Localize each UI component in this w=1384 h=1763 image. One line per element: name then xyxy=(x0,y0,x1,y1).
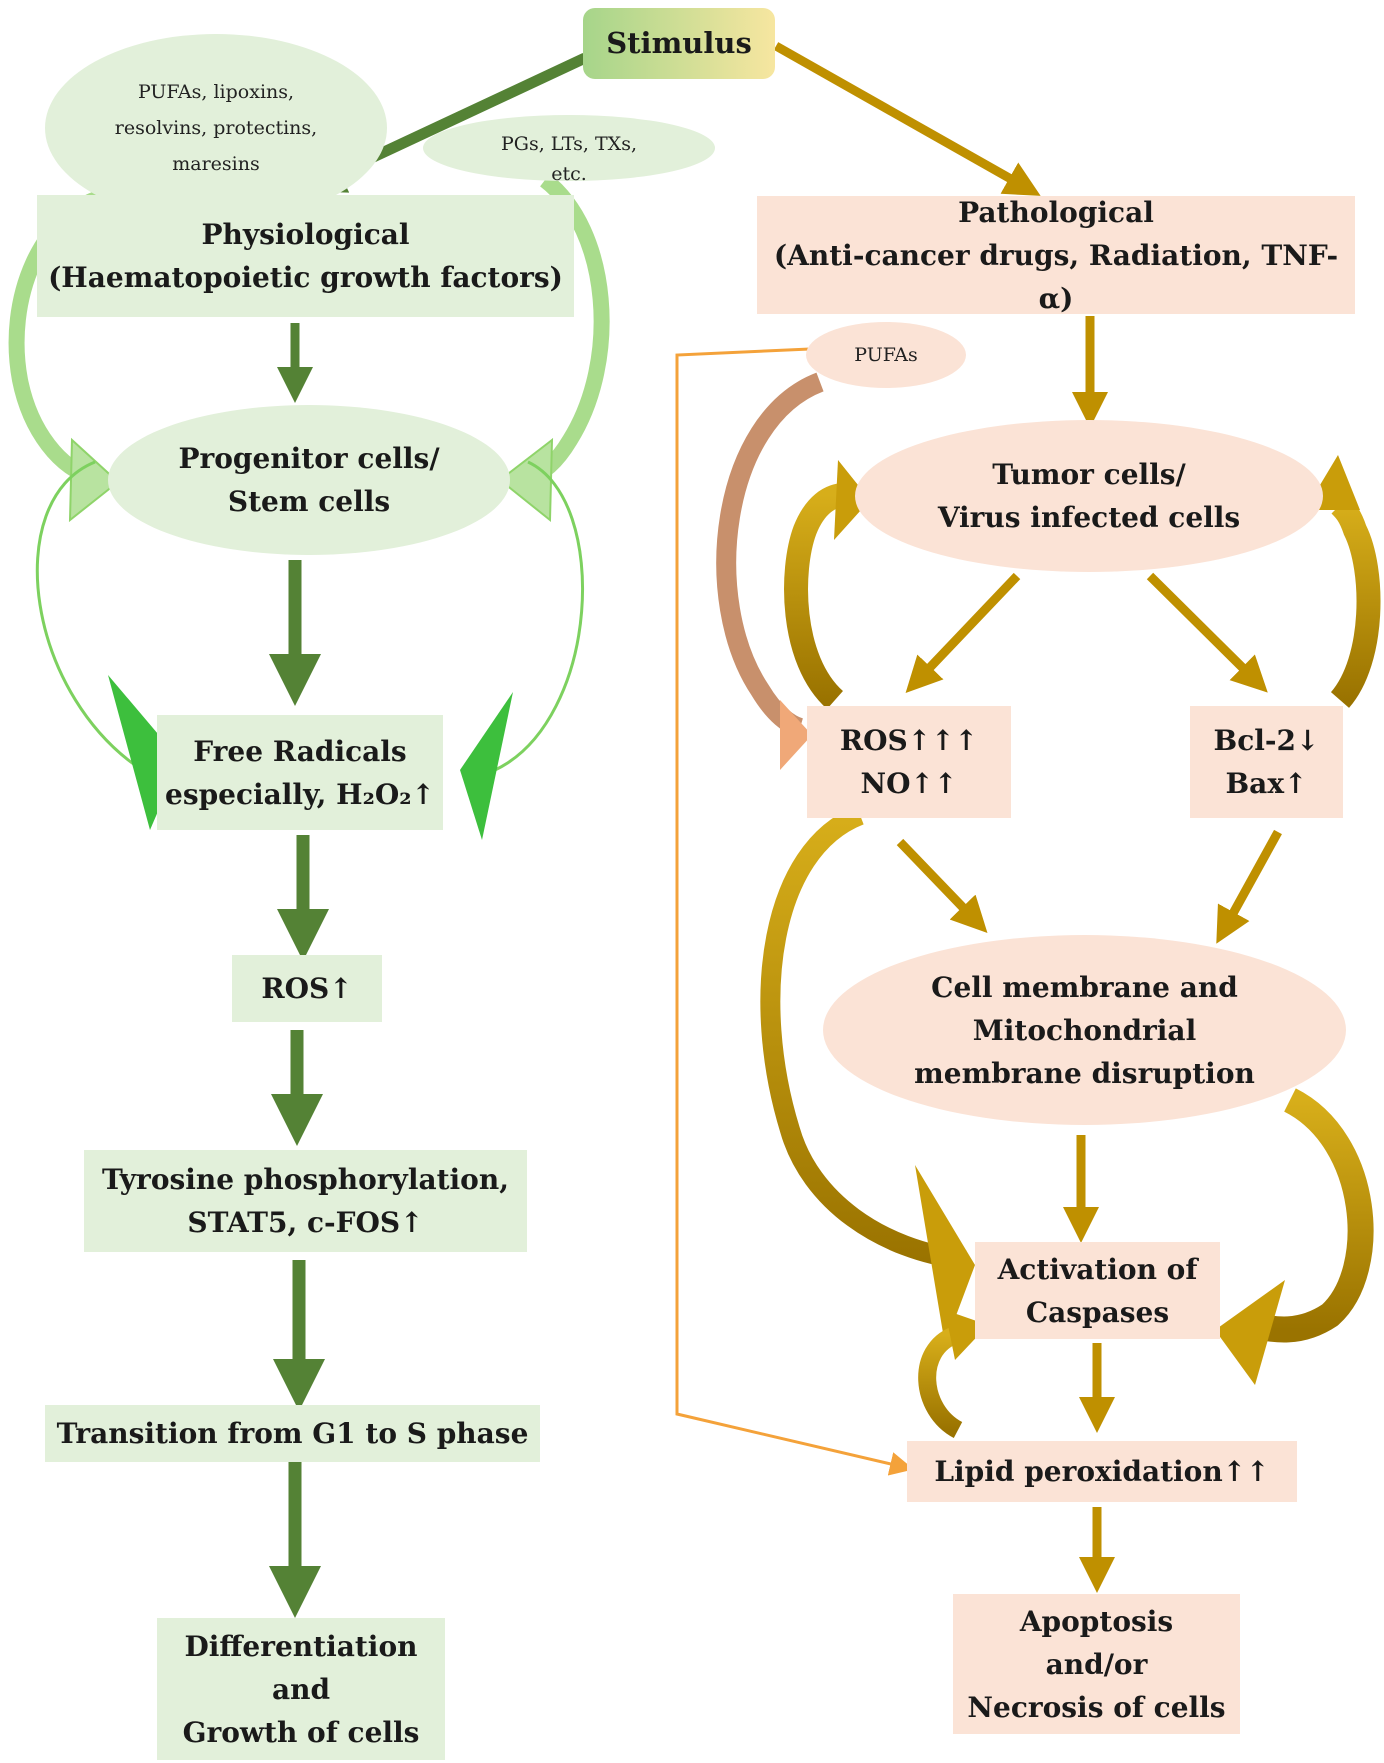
stimulus-box: Stimulus xyxy=(583,8,775,79)
free-radicals-line2: especially, H₂O₂↑ xyxy=(165,777,435,811)
curve-membrane-caspases-right xyxy=(1247,1088,1374,1343)
apoptosis-line3: Necrosis of cells xyxy=(967,1690,1226,1724)
line-pufas-lipid xyxy=(675,347,914,1476)
stimulus-label: Stimulus xyxy=(606,26,752,60)
tyrosine-line2: STAT5, c-FOS↑ xyxy=(187,1206,424,1239)
progenitor-ellipse: Progenitor cells/ Stem cells xyxy=(108,405,510,555)
pufas-ellipse: PUFAs xyxy=(806,322,966,388)
membrane-line2: Mitochondrial xyxy=(972,1013,1197,1047)
arrow-ros-membrane xyxy=(896,838,988,933)
curve-pufas-ros-head xyxy=(780,700,812,770)
membrane-ellipse: Cell membrane and Mitochondrial membrane… xyxy=(823,935,1346,1125)
pathological-box: Pathological (Anti-cancer drugs, Radiati… xyxy=(757,196,1355,315)
differentiation-box: Differentiation and Growth of cells xyxy=(157,1618,445,1760)
differentiation-line2: and xyxy=(271,1672,331,1706)
arrow-stimulus-pathological xyxy=(773,42,1041,196)
curve-tumor-right-feedback xyxy=(1330,496,1381,708)
transition-box: Transition from G1 to S phase xyxy=(45,1405,540,1462)
membrane-line3: membrane disruption xyxy=(914,1056,1255,1090)
caspases-line2: Caspases xyxy=(1025,1295,1170,1329)
bcl-line: Bcl-2↓ xyxy=(1213,724,1320,757)
progenitor-line1: Progenitor cells/ xyxy=(178,442,440,475)
apoptosis-line2: and/or xyxy=(1045,1647,1148,1681)
physiological-box: Physiological (Haematopoietic growth fac… xyxy=(37,195,574,317)
mediators-line3: maresins xyxy=(172,153,260,175)
arrow-tumor-bcl xyxy=(1146,572,1268,693)
ros-label: ROS↑ xyxy=(261,972,353,1005)
differentiation-line1: Differentiation xyxy=(184,1629,418,1663)
mediators-ellipse: PUFAs, lipoxins, resolvins, protectins, … xyxy=(45,34,387,222)
curve-mediators-left-head xyxy=(68,437,120,523)
free-radicals-line1: Free Radicals xyxy=(193,734,407,768)
membrane-line1: Cell membrane and xyxy=(931,970,1238,1004)
differentiation-line3: Growth of cells xyxy=(182,1715,420,1749)
ros-no-box: ROS↑↑↑ NO↑↑ xyxy=(807,706,1011,818)
mediators-line2: resolvins, protectins, xyxy=(114,117,318,139)
curve-ros-caspases-head xyxy=(915,1165,975,1345)
curve-ros-caspases xyxy=(760,805,967,1270)
physiological-title: Physiological xyxy=(201,218,410,251)
tumor-line1: Tumor cells/ xyxy=(992,458,1186,491)
caspases-line1: Activation of xyxy=(997,1252,1198,1286)
eicosanoids-ellipse: PGs, LTs, TXs, etc. xyxy=(423,115,715,185)
tumor-line2: Virus infected cells xyxy=(937,501,1241,534)
lipid-box: Lipid peroxidation↑↑ xyxy=(907,1441,1297,1502)
curve-progenitor-freeradicals-right xyxy=(494,460,584,772)
arrow-bcl-membrane xyxy=(1216,829,1282,944)
caspases-box: Activation of Caspases xyxy=(975,1242,1220,1339)
free-radicals-box: Free Radicals especially, H₂O₂↑ xyxy=(157,715,443,830)
curve-tumor-left-feedback xyxy=(784,483,846,709)
apoptosis-box: Apoptosis and/or Necrosis of cells xyxy=(953,1594,1240,1734)
eicosanoids-line1: PGs, LTs, TXs, xyxy=(501,133,637,155)
curve-tumor-left-feedback-head xyxy=(834,460,870,540)
bcl-bax-box: Bcl-2↓ Bax↑ xyxy=(1190,706,1343,818)
arrow-tumor-ros xyxy=(905,572,1021,694)
transition-label: Transition from G1 to S phase xyxy=(56,1417,529,1450)
lipid-label: Lipid peroxidation↑↑ xyxy=(934,1455,1270,1488)
curve-progenitor-freeradicals-right-head xyxy=(460,692,513,840)
eicosanoids-line2: etc. xyxy=(551,163,587,185)
ros-box: ROS↑ xyxy=(232,955,382,1022)
bax-line: Bax↑ xyxy=(1225,767,1308,800)
curve-progenitor-freeradicals-left xyxy=(35,460,151,777)
pufas-label: PUFAs xyxy=(854,344,918,366)
ros-no-line1: ROS↑↑↑ xyxy=(839,724,979,757)
mediators-line1: PUFAs, lipoxins, xyxy=(137,81,295,103)
tyrosine-line1: Tyrosine phosphorylation, xyxy=(102,1163,509,1196)
ros-no-line2: NO↑↑ xyxy=(860,767,958,800)
apoptosis-line1: Apoptosis xyxy=(1019,1604,1174,1638)
physiological-subtitle: (Haematopoietic growth factors) xyxy=(48,261,563,294)
curve-membrane-caspases-right-head xyxy=(1215,1280,1285,1385)
tyrosine-box: Tyrosine phosphorylation, STAT5, c-FOS↑ xyxy=(84,1150,527,1252)
tumor-ellipse: Tumor cells/ Virus infected cells xyxy=(855,420,1323,572)
progenitor-line2: Stem cells xyxy=(227,485,391,518)
pathological-title: Pathological xyxy=(958,195,1154,229)
pathological-subtitle: (Anti-cancer drugs, Radiation, TNF-α) xyxy=(773,238,1339,315)
curve-lipid-caspases xyxy=(918,1326,963,1438)
